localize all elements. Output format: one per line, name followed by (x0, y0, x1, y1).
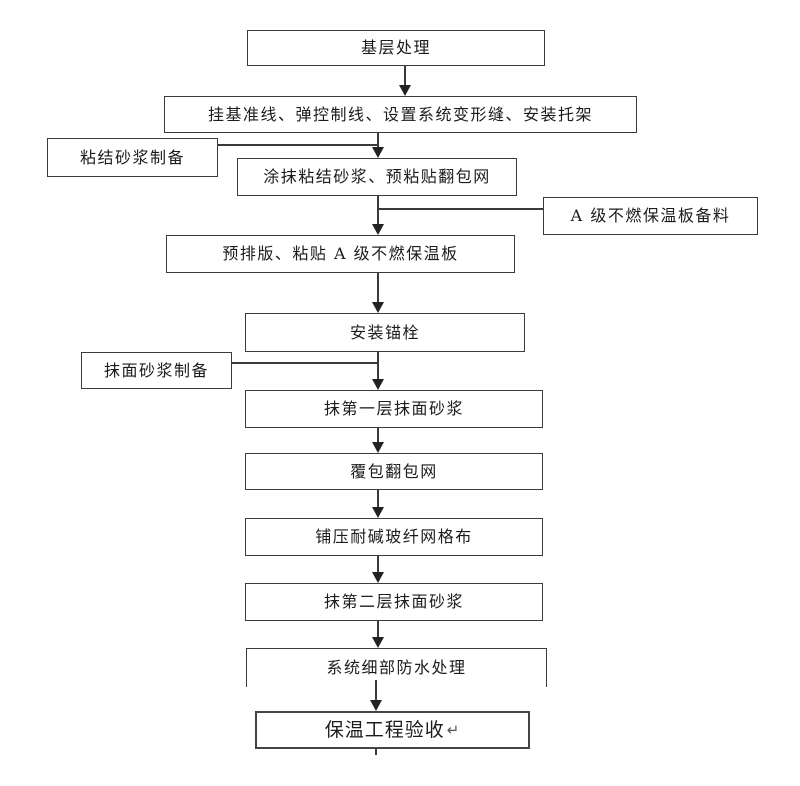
flow-node-label: 抹面砂浆制备 (103, 360, 209, 380)
flow-node-bonding-mortar-prep: 粘结砂浆制备 (47, 138, 218, 177)
connector-waterproof-to-acceptance (375, 680, 377, 701)
flow-node-label: 涂抹粘结砂浆、预粘贴翻包网 (263, 167, 491, 186)
flow-node-label: 基层处理 (360, 38, 431, 57)
connector-guidelines-to-apply (377, 133, 379, 148)
flow-node-label: 抹第一层抹面砂浆 (323, 399, 464, 418)
paragraph-return-icon: ↵ (446, 720, 461, 739)
arrow-down-icon (372, 379, 384, 390)
flow-node-acceptance: 保温工程验收↵ (255, 711, 530, 749)
flow-node-apply-bonding-mortar: 涂抹粘结砂浆、预粘贴翻包网 (237, 158, 517, 196)
arrow-down-icon (372, 224, 384, 235)
flow-node-label: 预排版、粘贴 A 级不燃保温板 (222, 244, 459, 263)
flow-node-guide-lines: 挂基准线、弹控制线、设置系统变形缝、安装托架 (164, 96, 637, 133)
arrow-down-icon (372, 442, 384, 453)
arrow-down-icon (372, 572, 384, 583)
arrow-down-icon (372, 147, 384, 158)
connector-fiberglass-to-secondcoat (377, 556, 379, 573)
flow-node-label: 挂基准线、弹控制线、设置系统变形缝、安装托架 (207, 104, 593, 124)
flow-node-label: 粘结砂浆制备 (79, 147, 185, 167)
connector-anchors-to-firstcoat (377, 352, 379, 380)
arrow-down-icon (370, 700, 382, 711)
connector-surfaceprep-branch (232, 362, 379, 364)
flow-node-cover-wrap-mesh: 覆包翻包网 (245, 453, 543, 490)
arrow-down-icon (399, 85, 411, 96)
flow-node-label: A 级不燃保温板备料 (570, 206, 731, 225)
flow-node-label: 抹第二层抹面砂浆 (323, 592, 464, 611)
flow-node-detail-waterproofing: 系统细部防水处理 (246, 648, 547, 687)
flow-node-install-anchors: 安装锚栓 (245, 313, 525, 352)
arrow-down-icon (372, 637, 384, 648)
flow-node-fiberglass-mesh: 铺压耐碱玻纤网格布 (245, 518, 543, 556)
flow-node-base-treatment: 基层处理 (247, 30, 545, 66)
connector-bondingprep-branch (218, 144, 379, 146)
flow-node-label: 覆包翻包网 (350, 461, 438, 481)
flow-node-board-material: A 级不燃保温板备料 (543, 197, 758, 235)
connector-apply-to-prelayout (377, 196, 379, 225)
connector-firstcoat-to-wrapmesh (377, 428, 379, 443)
connector-prelayout-to-anchors (377, 273, 379, 303)
flow-node-surface-mortar-prep: 抹面砂浆制备 (81, 352, 232, 389)
flow-node-label: 保温工程验收 (324, 718, 445, 741)
flow-node-pre-layout-paste-board: 预排版、粘贴 A 级不燃保温板 (166, 235, 515, 273)
connector-boardmaterial-branch (377, 208, 543, 210)
flow-node-second-surface-coat: 抹第二层抹面砂浆 (245, 583, 543, 621)
flow-node-first-surface-coat: 抹第一层抹面砂浆 (245, 390, 543, 428)
flow-node-label: 铺压耐碱玻纤网格布 (315, 527, 473, 546)
flow-node-label: 系统细部防水处理 (326, 658, 467, 677)
flow-node-label: 安装锚栓 (349, 322, 420, 342)
arrow-down-icon (372, 302, 384, 313)
connector-wrapmesh-to-fiberglass (377, 490, 379, 508)
connector-base-to-guidelines (404, 66, 406, 86)
arrow-down-icon (372, 507, 384, 518)
connector-acceptance-stub (375, 749, 377, 755)
connector-secondcoat-to-waterproof (377, 621, 379, 638)
